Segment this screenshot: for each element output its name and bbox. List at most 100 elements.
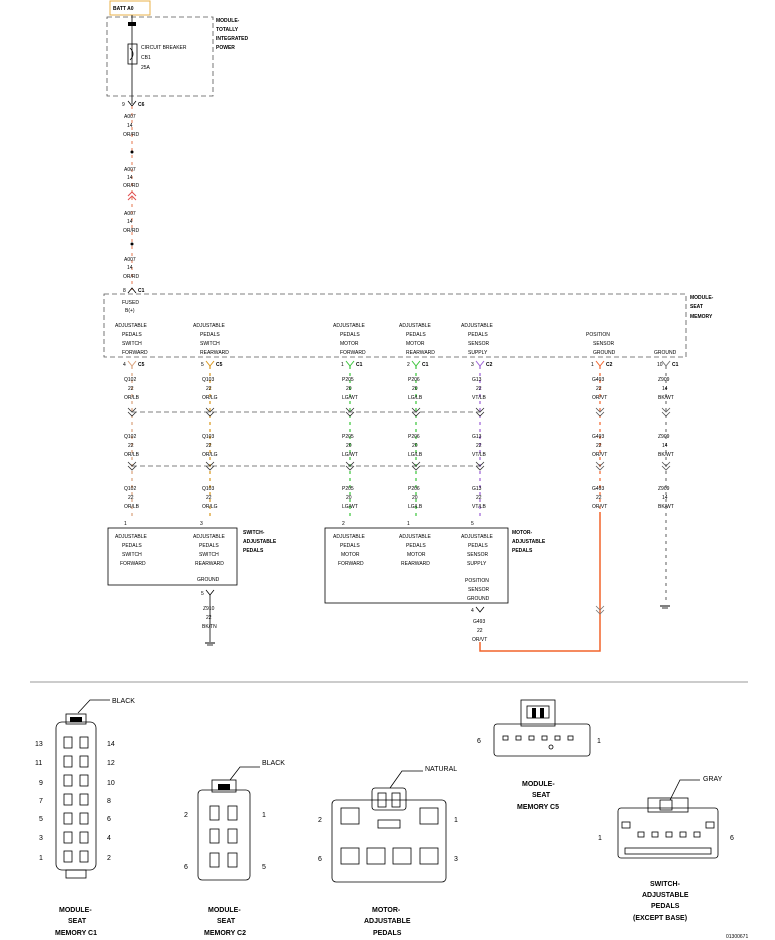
svg-text:14: 14	[107, 741, 115, 748]
wire-label-p205-0-g: 20	[346, 386, 352, 392]
msm-title-2: SEAT	[690, 304, 703, 310]
msm-label-g493-0: POSITION	[586, 332, 610, 338]
cb-label-2: CB1	[141, 55, 151, 61]
msm-label-q103-1: PEDALS	[200, 332, 220, 338]
msm-pin-connector-p206: C1	[422, 362, 429, 368]
wire-label-z909-0-c: Z909	[658, 377, 670, 383]
c5-pin-6: 6	[477, 738, 481, 745]
msm-label-p205-3: FORWARD	[340, 350, 366, 356]
wire-label-q102-2-g: 22	[128, 495, 134, 501]
switch-connector-pin-1: 1	[598, 835, 602, 842]
msm-pin-symbol-g493	[595, 360, 605, 367]
wire-label-q103-1-g: 22	[206, 443, 212, 449]
wire-label-q102-2-c: Q102	[124, 486, 136, 492]
svg-text:SEAT: SEAT	[217, 918, 236, 925]
c2-pin-1: 1	[262, 812, 266, 819]
msm-pin-number-q102: 4	[123, 362, 126, 368]
svg-text:A007: A007	[124, 114, 136, 120]
map-pin-5: 5	[471, 521, 474, 527]
msm-label-z909-0: GROUND	[654, 350, 677, 356]
msm-pin-symbol-p205	[345, 360, 355, 367]
svg-text:PEDALS: PEDALS	[373, 930, 402, 937]
svg-text:14: 14	[127, 265, 133, 271]
motor-connector-caption: MOTOR- ADJUSTABLE PEDALS	[364, 907, 411, 937]
motor-pedals-component	[324, 527, 509, 604]
sap-title-3: PEDALS	[243, 548, 264, 554]
wire-label-p205-2-g: 20	[346, 495, 352, 501]
switch-pedals-component	[107, 527, 238, 586]
a007-labels-4: A007 14 OR/RD	[123, 257, 140, 280]
svg-text:13: 13	[35, 741, 43, 748]
msm-pin-connector-g13: C2	[486, 362, 493, 368]
wire-label-p205-1-w: LG/WT	[342, 452, 358, 458]
svg-text:A007: A007	[124, 211, 136, 217]
a007-labels-3: A007 14 OR/RD	[123, 211, 140, 234]
fuse-arrow	[128, 22, 136, 26]
svg-text:4: 4	[107, 835, 111, 842]
c2-pin-2: 2	[184, 812, 188, 819]
inline-connector-z909-0	[661, 407, 671, 417]
svg-text:ADJUSTABLE: ADJUSTABLE	[364, 918, 411, 925]
c1-cavity	[63, 755, 73, 768]
inline-connector-g493-0	[595, 407, 605, 417]
a007-labels-2: A007 14 OR/RD	[123, 167, 140, 189]
map-label-sensor-supply: ADJUSTABLE PEDALS SENSOR SUPPLY	[461, 534, 494, 567]
wire-label-p206-1-g: 20	[412, 443, 418, 449]
svg-text:11: 11	[35, 760, 42, 767]
c1-cavity	[63, 793, 73, 806]
svg-text:GROUND: GROUND	[467, 596, 490, 602]
inline-connector-q103-1	[205, 461, 215, 471]
connector-view-motor-pedals	[331, 770, 447, 883]
svg-text:MOTOR-: MOTOR-	[372, 907, 401, 914]
inline-connector-g493-1	[595, 461, 605, 471]
wire-label-p205-0-c: P205	[342, 377, 354, 383]
connector-view-c5	[493, 699, 591, 757]
svg-text:MODULE-: MODULE-	[208, 907, 241, 914]
c2-color-label: BLACK	[262, 760, 285, 767]
wire-label-q103-1-c: Q103	[202, 434, 214, 440]
wire-label-z909-2-w: BK/WT	[658, 504, 674, 510]
svg-text:5: 5	[39, 816, 43, 823]
map-title-2: ADJUSTABLE	[512, 539, 546, 545]
wire-label-g493-2-w: OR/VT	[592, 504, 607, 510]
map-pin-2: 2	[342, 521, 345, 527]
wire-label-p206-0-g: 20	[412, 386, 418, 392]
msm-label-p206-2: MOTOR	[406, 341, 425, 347]
svg-text:FORWARD: FORWARD	[338, 561, 364, 567]
ground-symbol-z909	[660, 605, 670, 609]
svg-text:PEDALS: PEDALS	[340, 543, 360, 549]
msm-pin-number-g493: 1	[591, 362, 594, 368]
msm-label-p205-0: ADJUSTABLE	[333, 323, 366, 329]
wire-label-g13-0-g: 22	[476, 386, 482, 392]
wire-label-z909-2-c: Z909	[658, 486, 670, 492]
wire-label-g13-1-c: G13	[472, 434, 482, 440]
msm-label-p206-3: REARWARD	[406, 350, 435, 356]
sap-title-2: ADJUSTABLE	[243, 539, 277, 545]
svg-text:14: 14	[127, 175, 133, 181]
svg-text:MOTOR: MOTOR	[407, 552, 426, 558]
svg-text:BK/TN: BK/TN	[202, 624, 217, 630]
svg-text:2: 2	[107, 855, 111, 862]
svg-text:FORWARD: FORWARD	[120, 561, 146, 567]
svg-text:14: 14	[127, 219, 133, 225]
switch-connector-caption: SWITCH- ADJUSTABLE PEDALS (EXCEPT BASE)	[633, 881, 689, 922]
wire-label-g13-0-w: VT/LB	[472, 395, 487, 401]
wire-label-g493-2-g: 22	[596, 495, 602, 501]
svg-text:ADJUSTABLE: ADJUSTABLE	[399, 534, 432, 540]
wire-label-g13-0-c: G13	[472, 377, 482, 383]
c1-connector: C1	[138, 288, 145, 294]
c2-caption: MODULE- SEAT MEMORY C2	[204, 907, 246, 937]
circuit-breaker-element	[129, 47, 134, 61]
msm-label-g493-2: GROUND	[593, 350, 616, 356]
c1-cavity	[79, 755, 89, 768]
msm-pin-symbol-p206	[411, 360, 421, 367]
sap-ground-pin-symbol	[205, 589, 215, 596]
wire-label-q103-1-w: OR/LG	[202, 452, 218, 458]
wire-label-p205-1-g: 20	[346, 443, 352, 449]
svg-text:22: 22	[477, 628, 483, 634]
svg-text:PEDALS: PEDALS	[122, 543, 142, 549]
svg-text:SENSOR: SENSOR	[467, 552, 489, 558]
tipm-title-4: POWER	[216, 45, 235, 51]
ground-symbol-z910	[205, 642, 215, 646]
c1-cavity	[63, 812, 73, 825]
